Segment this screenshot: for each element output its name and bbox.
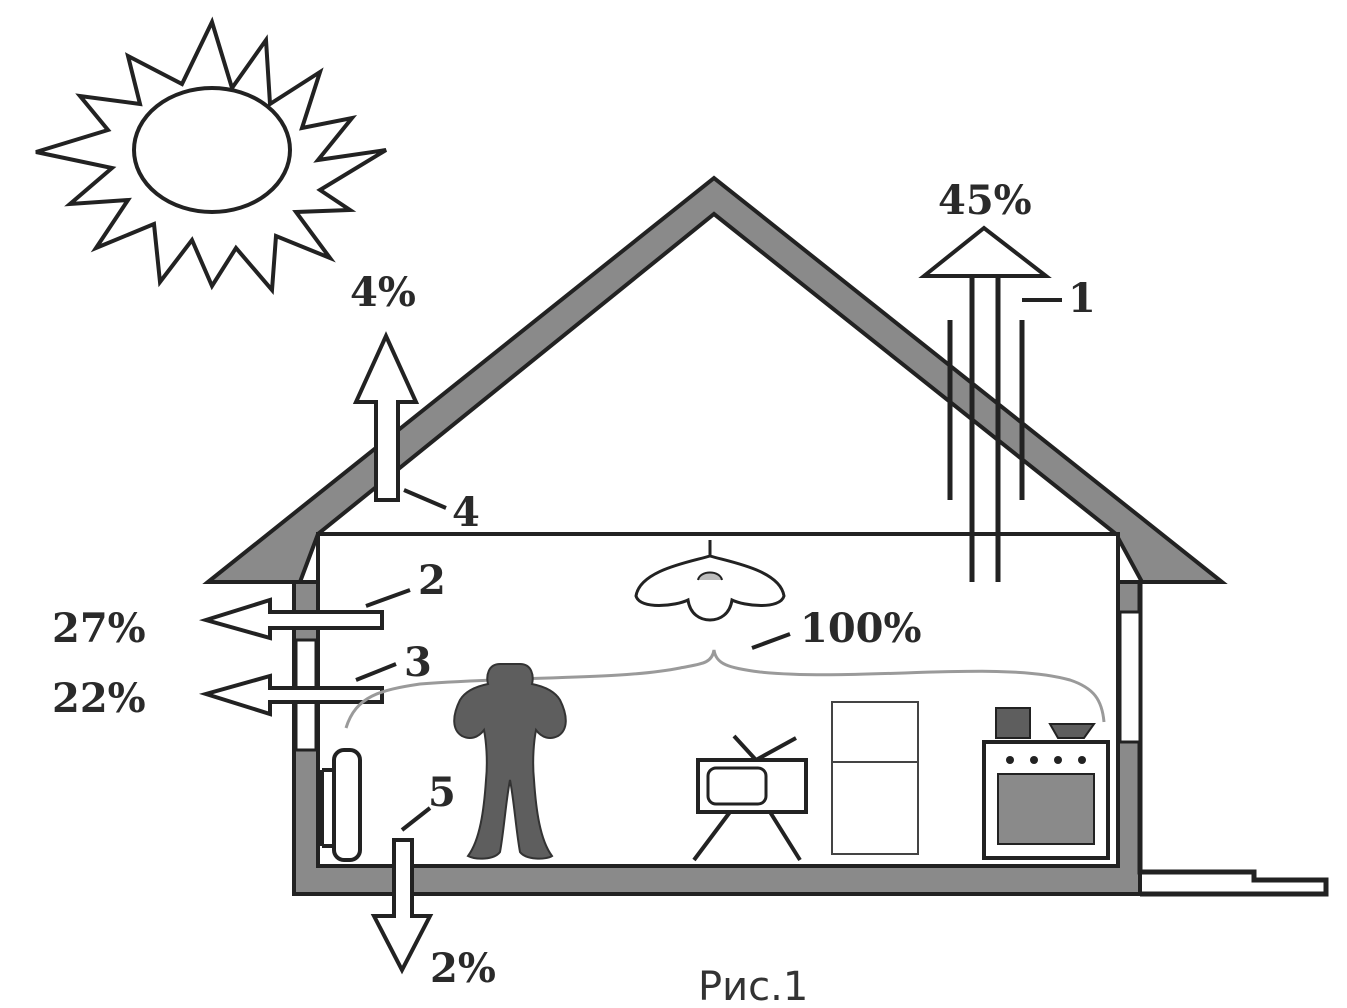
arrow-up-icon xyxy=(918,225,1052,278)
radiator-icon xyxy=(320,748,362,862)
label-2: 2 xyxy=(418,557,446,604)
label-1: 1 xyxy=(1068,275,1096,322)
figure-caption: Рис.1 xyxy=(698,964,808,1008)
arrow-down-icon xyxy=(370,806,434,975)
arrow-left-icon xyxy=(198,588,411,641)
percent-3: 22% xyxy=(52,675,146,722)
percent-total: 100% xyxy=(800,605,922,652)
percent-5: 2% xyxy=(430,945,496,992)
heat-line xyxy=(344,649,1106,729)
stove-icon xyxy=(982,707,1110,860)
leader-line-100 xyxy=(751,632,791,650)
arrow-up-icon xyxy=(352,331,447,510)
percent-4: 4% xyxy=(350,269,416,316)
label-3: 3 xyxy=(404,639,432,686)
tv-icon xyxy=(692,734,808,862)
lamp-icon xyxy=(634,540,786,622)
sun-icon xyxy=(35,16,388,295)
person-icon xyxy=(453,663,567,860)
percent-2: 27% xyxy=(52,605,146,652)
chimney-icon xyxy=(947,276,1025,582)
label-4: 4 xyxy=(452,489,480,536)
label-5: 5 xyxy=(428,769,456,816)
fridge-icon xyxy=(831,701,919,855)
percent-1: 45% xyxy=(938,177,1032,224)
